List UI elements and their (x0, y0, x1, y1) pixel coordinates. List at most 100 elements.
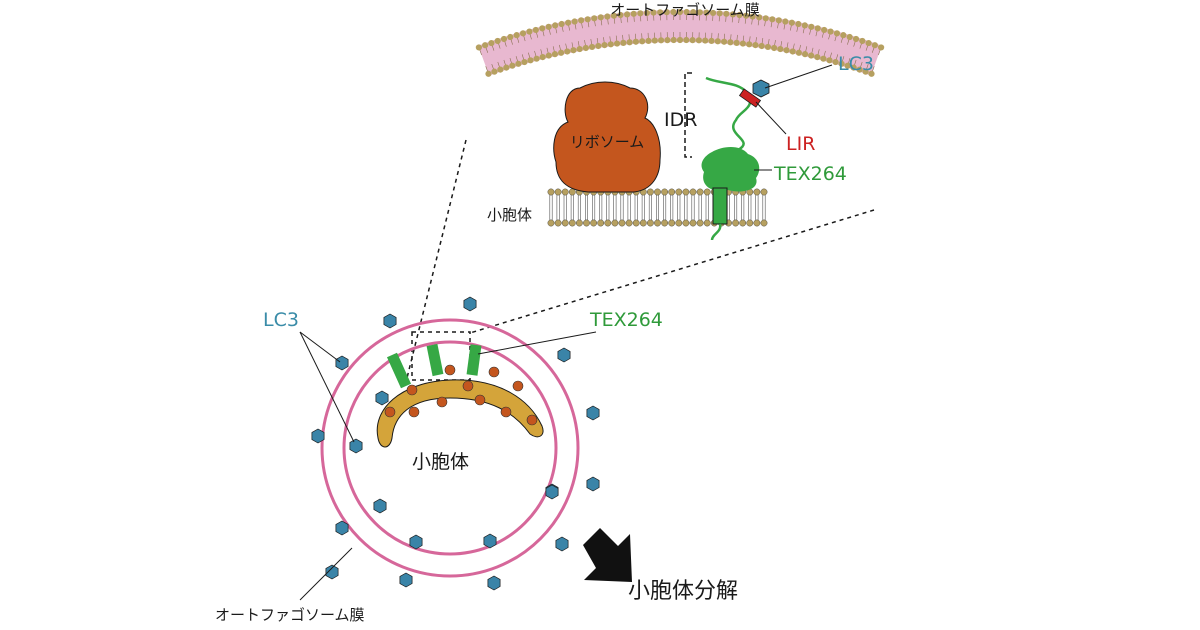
lc3-icon (383, 313, 397, 329)
ribosome-dot (526, 414, 538, 426)
lipid-head (475, 44, 482, 51)
lipid-head (657, 9, 664, 16)
er-membrane-bilayer (547, 188, 768, 227)
lipid-head (539, 53, 546, 61)
lipid-head (584, 16, 591, 23)
lipid-head (760, 188, 768, 196)
autophagosome-outer-ring (320, 318, 580, 578)
lipid-head (558, 20, 565, 28)
lipid-head (661, 219, 668, 227)
lipid-head (760, 219, 768, 227)
ribosome-dot (512, 380, 524, 392)
lipid-head (690, 9, 697, 16)
lipid-head (820, 55, 827, 62)
ribosome-dot (474, 394, 486, 406)
lipid-head (570, 47, 577, 54)
lipid-head (739, 40, 747, 47)
lipid-head (696, 9, 703, 16)
lipid-head (576, 45, 583, 53)
degradation-arrow-icon (583, 528, 632, 582)
lipid-head (682, 219, 690, 227)
lipid-head (827, 28, 834, 35)
lipid-head (801, 22, 808, 29)
lipid-head (788, 19, 795, 26)
lipid-head (844, 62, 851, 69)
lipid-head (554, 219, 562, 227)
lipid-head (777, 45, 784, 53)
lipid-head (682, 188, 690, 196)
zoom-guide-left (405, 139, 467, 383)
lipid-head (650, 9, 657, 16)
lipid-head (657, 37, 665, 44)
lipid-head (561, 219, 569, 227)
lipid-head (625, 219, 633, 227)
ribosome-dot (444, 364, 456, 376)
lipid-head (840, 32, 847, 39)
lipid-head (689, 188, 697, 196)
lc3-icon (487, 575, 501, 591)
ribosome-dot (462, 380, 474, 392)
lipid-head (782, 18, 789, 25)
lipid-head (588, 43, 596, 51)
lipid-head (753, 219, 761, 227)
lipid-head (503, 64, 510, 71)
lipid-head (795, 49, 802, 56)
lipid-head (547, 219, 555, 227)
lipid-head (862, 68, 869, 75)
lipid-head (683, 8, 690, 16)
lipid-head (576, 219, 583, 227)
lipid-head (683, 36, 690, 44)
lc3-top-label: LC3 (838, 53, 874, 75)
autophagosome-inner-ring (342, 340, 558, 556)
lipid-head (513, 32, 520, 39)
lipid-head (554, 188, 562, 196)
lc3-icon (463, 296, 477, 312)
lipid-head (578, 17, 585, 24)
lipid-head (814, 25, 821, 32)
membrane-bottom-label: オートファゴソーム膜 (215, 606, 365, 624)
lipid-head (752, 42, 759, 49)
lipid-head (654, 188, 661, 196)
lipid-head (783, 47, 790, 54)
lipid-head (703, 219, 711, 227)
lipid-head (846, 33, 853, 41)
lipid-head (558, 49, 565, 56)
lipid-head (821, 26, 828, 34)
lipid-head (878, 44, 885, 51)
lipid-head (789, 48, 796, 55)
ribosome-dot (406, 384, 418, 396)
lipid-head (539, 25, 546, 32)
lipid-head (801, 51, 809, 58)
lipid-head (676, 8, 684, 16)
lc3-icon (752, 79, 770, 98)
lir-callout-line (755, 101, 787, 135)
lipid-head (714, 38, 721, 45)
lipid-head (871, 42, 878, 49)
lipid-head (739, 219, 747, 227)
ribosome-dot (436, 396, 448, 408)
lipid-head (753, 188, 761, 196)
lipid-head (630, 10, 637, 17)
membrane-top-label: オートファゴソーム膜 (610, 1, 760, 19)
lipid-head (664, 37, 671, 44)
lipid-head (597, 219, 605, 227)
tex264-stalk-3 (466, 344, 482, 376)
lipid-head (607, 41, 614, 48)
lipid-head (676, 36, 684, 44)
tex264-top-label: TEX264 (773, 163, 847, 185)
lipid-head (702, 37, 709, 44)
lipid-head (500, 35, 508, 43)
lir-label: LIR (786, 133, 815, 155)
tex264-stalk-1 (386, 352, 412, 389)
lipid-head (507, 33, 514, 41)
ribosome-shape (553, 81, 661, 193)
lc3-icon (409, 534, 423, 550)
lipid-head (832, 58, 839, 66)
ribosome-label: リボソーム (570, 133, 645, 151)
lipid-head (611, 219, 619, 227)
lipid-head (519, 30, 527, 37)
lipid-head (838, 60, 845, 67)
lipid-head (604, 219, 612, 227)
lipid-head (868, 70, 875, 77)
